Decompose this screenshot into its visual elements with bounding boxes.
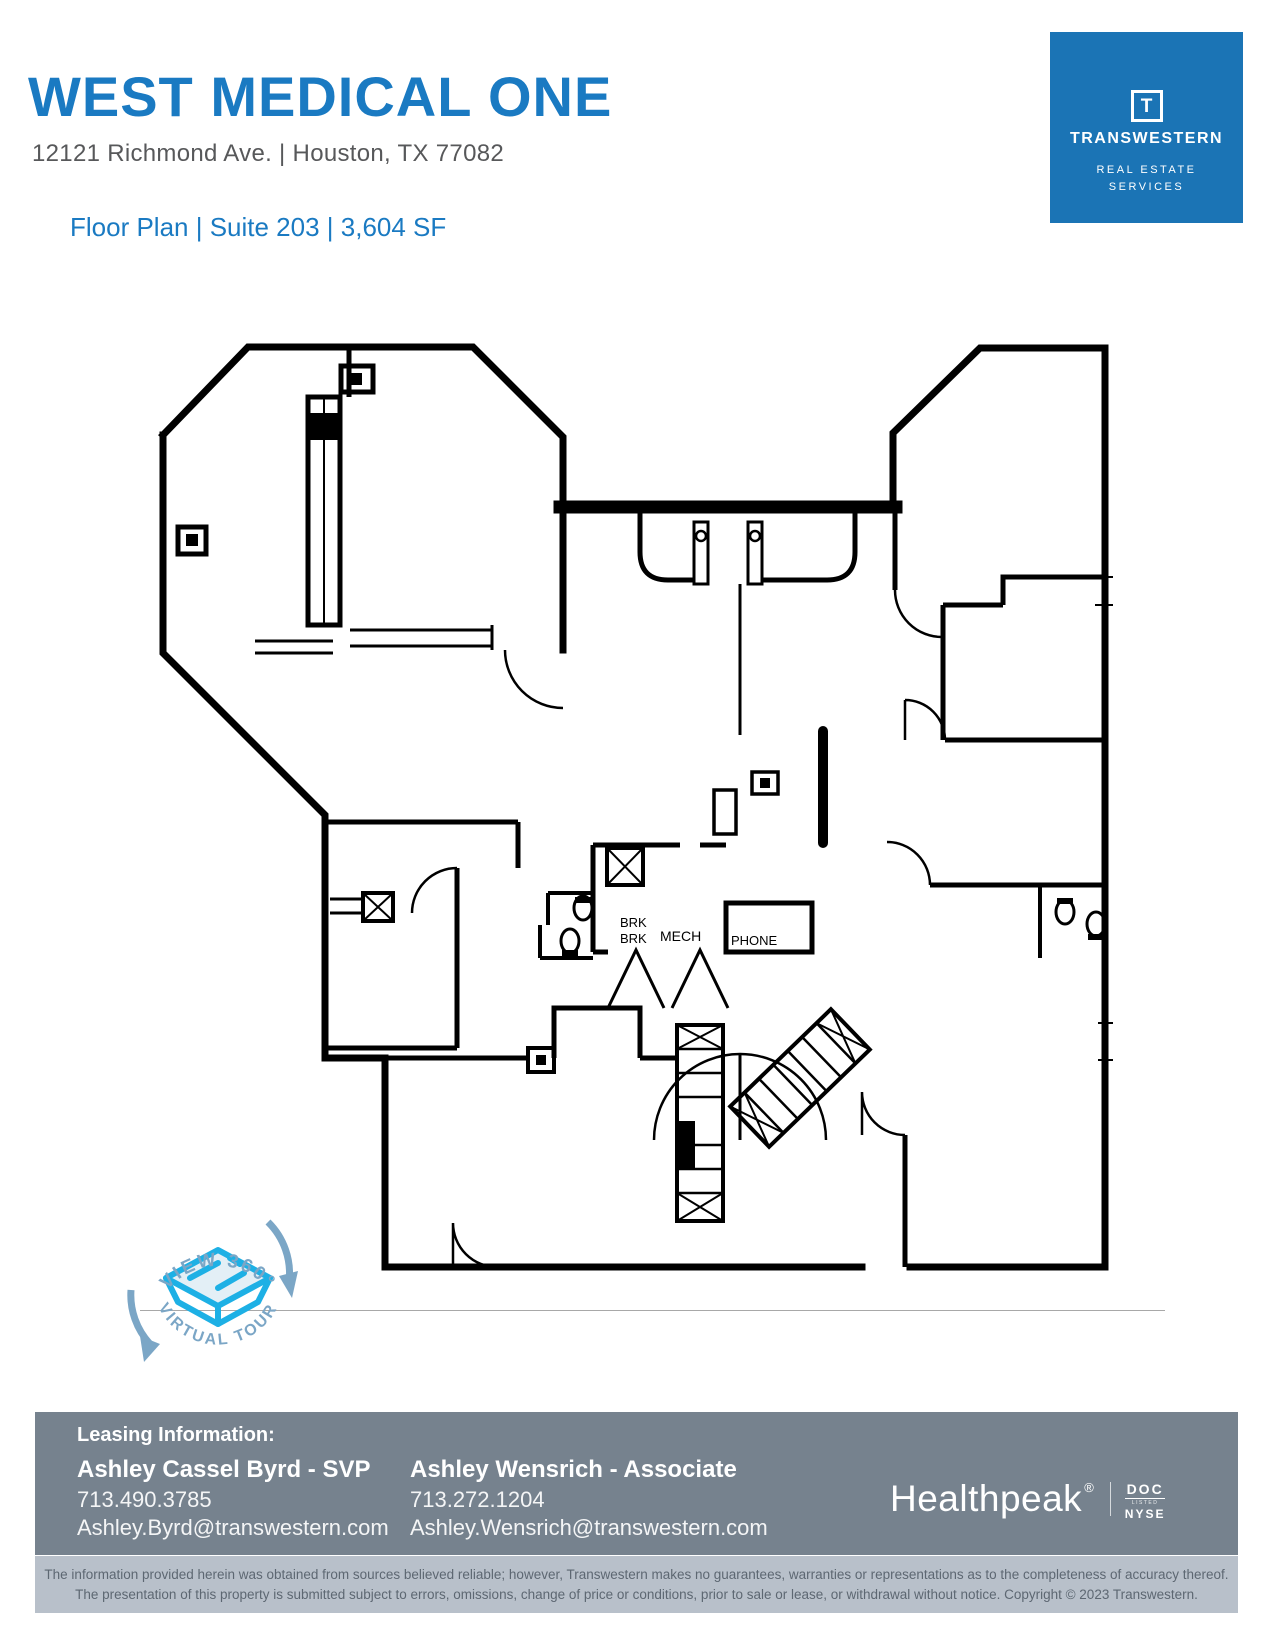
contact-phone: 713.272.1204 bbox=[410, 1487, 545, 1512]
leasing-heading: Leasing Information: bbox=[77, 1424, 275, 1446]
transwestern-logo: T TRANSWESTERN REAL ESTATE SERVICES bbox=[1050, 32, 1243, 223]
leasing-info-band: Leasing Information: Ashley Cassel Byrd … bbox=[35, 1412, 1238, 1555]
fixture-dot bbox=[760, 778, 770, 788]
shelf-rungs bbox=[677, 1047, 723, 1195]
double-door-swing bbox=[606, 946, 730, 1009]
interior-wall bbox=[940, 574, 1105, 740]
contact-phone: 713.490.3785 bbox=[77, 1487, 212, 1512]
outer-wall-left bbox=[159, 431, 389, 1271]
restroom-walls bbox=[538, 891, 593, 960]
virtual-tour-badge[interactable]: VIEW 360° VIRTUAL TOUR bbox=[118, 1178, 318, 1402]
badge-ring-right bbox=[265, 1219, 293, 1283]
floorplan-box-icon bbox=[163, 1247, 273, 1327]
closet bbox=[605, 846, 645, 887]
wall-fixture bbox=[361, 891, 395, 923]
toilet-tank bbox=[1057, 898, 1073, 904]
divider-line bbox=[140, 1310, 1165, 1311]
vestibule-wall-right bbox=[762, 513, 858, 583]
toilet-tank bbox=[1088, 934, 1104, 940]
transwestern-logo-name: TRANSWESTERN bbox=[1069, 130, 1224, 147]
vestibule-wall-left bbox=[637, 513, 694, 583]
entry-door-leaf bbox=[746, 520, 764, 586]
wall-fixture bbox=[712, 788, 738, 836]
wall-fixture bbox=[526, 1046, 556, 1074]
interior-wall bbox=[551, 1005, 677, 1061]
arrow-icon bbox=[279, 1271, 298, 1298]
entry-door-leaf bbox=[692, 520, 710, 586]
interior-wall bbox=[325, 868, 460, 1051]
outer-wall-topright-wing bbox=[889, 344, 1109, 1271]
ticker-symbol: DOC bbox=[1124, 1481, 1166, 1499]
counter bbox=[255, 639, 333, 655]
exchange-label: NYSE bbox=[1124, 1507, 1166, 1521]
contact-name: Ashley Wensrich - Associate bbox=[410, 1456, 737, 1483]
fixture-dot bbox=[186, 534, 198, 546]
page-title: WEST MEDICAL ONE bbox=[28, 65, 613, 128]
door-arc bbox=[893, 589, 943, 639]
transwestern-t-icon: T bbox=[1130, 90, 1163, 122]
door-arc bbox=[886, 840, 932, 886]
room-label-brk1: BRK bbox=[620, 915, 647, 930]
door-arc bbox=[410, 866, 458, 914]
shelf-x bbox=[676, 1024, 724, 1222]
fixture-x bbox=[362, 892, 394, 922]
property-address: 12121 Richmond Ave. | Houston, TX 77082 bbox=[32, 140, 505, 167]
tagline-line1: REAL ESTATE bbox=[1096, 164, 1197, 176]
registered-mark: ® bbox=[1084, 1480, 1094, 1495]
listed-label: LISTED bbox=[1131, 1500, 1159, 1506]
wall-fixture bbox=[750, 770, 780, 796]
toilet-tank bbox=[562, 950, 578, 956]
tagline-line2: SERVICES bbox=[1108, 181, 1185, 194]
cabinet-solid bbox=[310, 413, 338, 440]
toilet-fixture bbox=[572, 894, 594, 922]
door-arc bbox=[503, 649, 564, 710]
arrow-icon bbox=[140, 1336, 160, 1362]
counter bbox=[350, 625, 494, 650]
door-hardware bbox=[748, 529, 762, 543]
room-label-phone: PHONE bbox=[731, 933, 778, 948]
toilet-tank bbox=[575, 897, 591, 903]
wall-fixture bbox=[175, 524, 209, 557]
phone-closet bbox=[723, 900, 815, 955]
wall-bar bbox=[818, 726, 828, 848]
floorplan-subtitle: Floor Plan | Suite 203 | 3,604 SF bbox=[70, 212, 447, 242]
door-arc bbox=[903, 698, 947, 741]
window-tick bbox=[1098, 1022, 1113, 1061]
disclaimer-band: The information provided herein was obta… bbox=[35, 1556, 1238, 1613]
fixture-dot bbox=[350, 373, 362, 385]
contact-email[interactable]: Ashley.Wensrich@transwestern.com bbox=[410, 1515, 768, 1540]
disclaimer-line2: The presentation of this property is sub… bbox=[75, 1587, 1198, 1602]
interior-wall bbox=[325, 819, 521, 868]
wall-fixture bbox=[338, 363, 376, 395]
interior-wall bbox=[330, 897, 363, 915]
door-arc bbox=[860, 1091, 906, 1137]
door-hardware bbox=[694, 529, 708, 543]
contact-email[interactable]: Ashley.Byrd@transwestern.com bbox=[77, 1515, 389, 1540]
room-label-brk2: BRK bbox=[620, 931, 647, 946]
door-arc bbox=[451, 1222, 498, 1269]
stair-ramp bbox=[727, 1006, 873, 1150]
shaft-solid bbox=[677, 1121, 695, 1169]
contact-name: Ashley Cassel Byrd - SVP bbox=[77, 1456, 371, 1483]
toilet-fixture bbox=[559, 927, 581, 955]
leasing-contact-2: Ashley Wensrich - Associate 713.272.1204… bbox=[410, 1458, 768, 1539]
badge-ring-left bbox=[127, 1289, 153, 1347]
logo-separator bbox=[1109, 1482, 1111, 1516]
closet-x bbox=[606, 847, 644, 886]
nyse-listed-mark: DOC LISTED NYSE bbox=[1124, 1481, 1166, 1521]
transwestern-logo-tagline: REAL ESTATE SERVICES bbox=[1050, 162, 1243, 196]
room-label-mech: MECH bbox=[660, 928, 701, 944]
floor-plan-drawing: BRK BRK MECH PHONE bbox=[158, 343, 1113, 1271]
disclaimer-line1: The information provided herein was obta… bbox=[44, 1567, 1229, 1582]
healthpeak-name: Healthpeak bbox=[890, 1478, 1083, 1519]
leasing-contact-1: Ashley Cassel Byrd - SVP 713.490.3785 As… bbox=[77, 1458, 389, 1539]
window-tick bbox=[1095, 576, 1113, 606]
fixture-dot bbox=[536, 1055, 546, 1065]
healthpeak-logo: Healthpeak ® DOC LISTED NYSE bbox=[890, 1478, 1166, 1521]
core-walls bbox=[590, 842, 740, 955]
